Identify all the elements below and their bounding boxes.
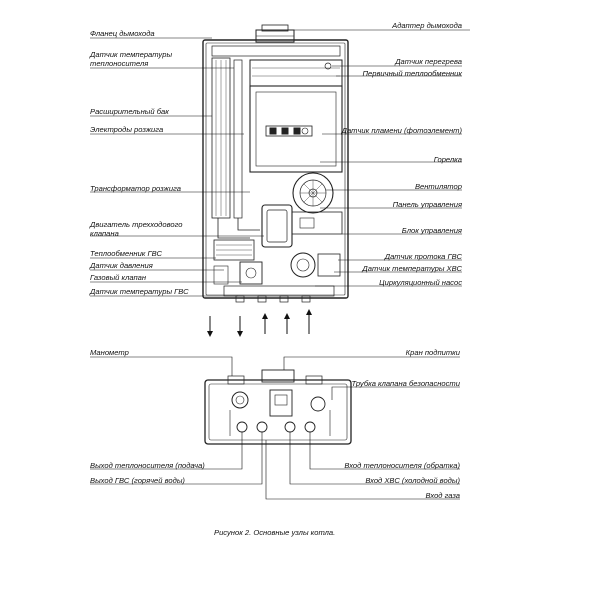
label-pressure-sensor: Датчик давления	[90, 261, 153, 270]
label-overheat-sensor: Датчик перегрева	[395, 57, 462, 66]
label-ignition-electrodes: Электроды розжига	[90, 125, 164, 134]
label-safety-valve-tube: Трубка клапана безопасности	[351, 379, 460, 388]
flow-arrows	[207, 309, 312, 337]
boiler-bottom-view	[204, 369, 352, 445]
label-dhw-temp-sensor: Датчик температуры ГВС	[90, 287, 189, 296]
label-circulation-pump: Циркуляционный насос	[379, 278, 462, 287]
label-fan: Вентилятор	[414, 182, 462, 191]
label-flame-sensor: Датчик пламени (фотоэлемент)	[341, 126, 462, 135]
label-heating-return-inlet: Вход теплоносителя (обратка)	[344, 461, 460, 470]
label-flue-flange: Фланец дымохода	[90, 29, 155, 38]
label-fill-valve: Кран подпитки	[405, 348, 460, 357]
label-cold-water-temp-sensor: Датчик температуры ХВС	[362, 264, 462, 273]
label-gas-inlet: Вход газа	[425, 491, 460, 500]
label-expansion-tank: Расширительный бак	[90, 107, 169, 116]
label-control-unit: Блок управления	[401, 226, 462, 235]
figure-caption: Рисунок 2. Основные узлы котла.	[214, 528, 336, 537]
label-primary-heat-exchanger: Первичный теплообменник	[362, 69, 463, 78]
label-coolant-temp-sensor: Датчик температуры теплоносителя	[90, 50, 173, 68]
boiler-front-view	[202, 24, 349, 303]
label-cold-water-inlet: Вход ХВС (холодной воды)	[365, 476, 460, 485]
label-flue-adapter: Адаптер дымохода	[392, 21, 462, 30]
label-three-way-valve-motor: Двигатель трехходового клапана	[90, 220, 183, 238]
leader-lines	[90, 29, 470, 500]
label-ignition-transformer: Трансформатор розжига	[90, 184, 181, 193]
label-dhw-outlet: Выход ГВС (горячей воды)	[90, 476, 185, 485]
label-control-panel: Панель управления	[392, 200, 462, 209]
label-heating-flow-outlet: Выход теплоносителя (подача)	[90, 461, 205, 470]
label-dhw-heat-exchanger: Теплообменник ГВС	[90, 249, 163, 258]
label-manometer: Манометр	[90, 348, 129, 357]
label-dhw-flow-sensor: Датчик протока ГВС	[384, 252, 462, 261]
label-burner: Горелка	[433, 155, 462, 164]
label-gas-valve: Газовый клапан	[90, 273, 147, 282]
